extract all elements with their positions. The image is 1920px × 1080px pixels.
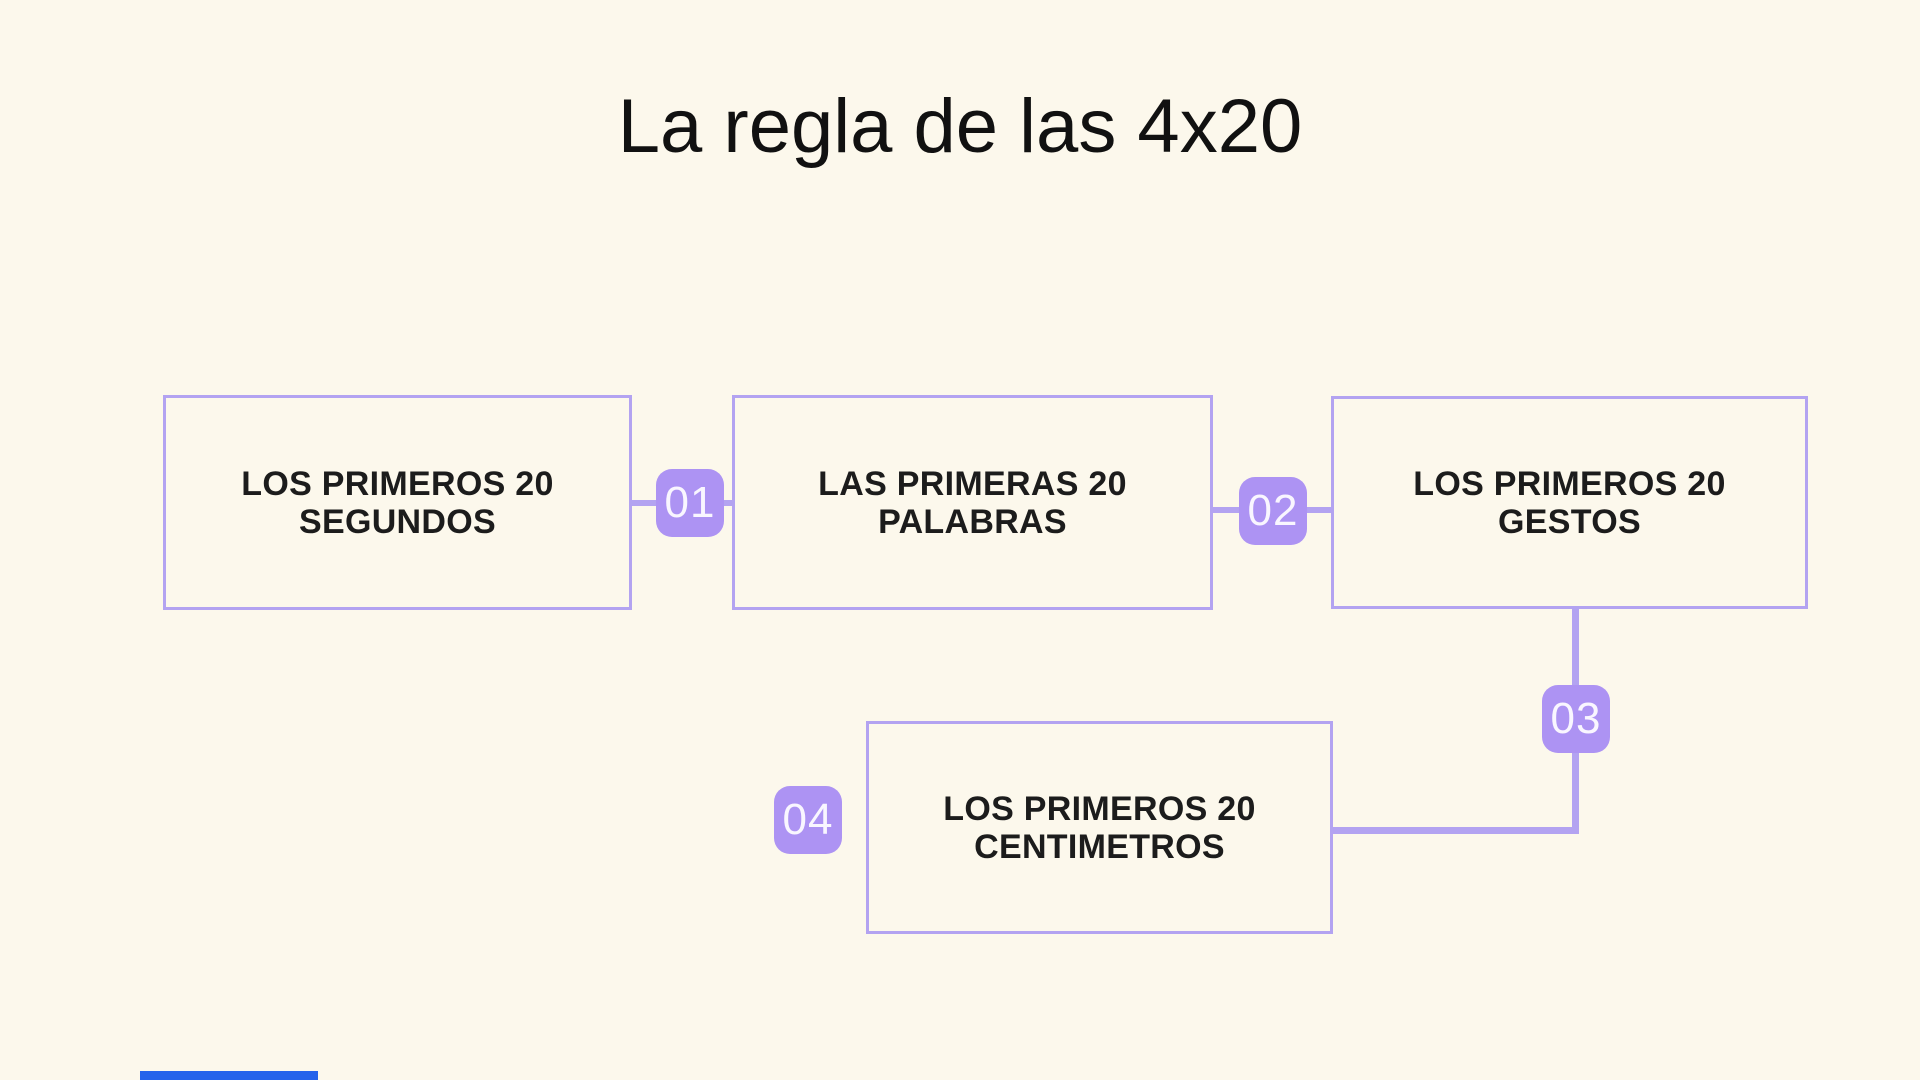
step-box-4-label-line1: LOS PRIMEROS 20: [943, 789, 1256, 828]
step-box-4: LOS PRIMEROS 20 CENTIMETROS: [866, 721, 1333, 934]
bottom-blue-bar: [140, 1071, 318, 1080]
step-badge-03: 03: [1542, 685, 1610, 753]
step-box-1-label-line1: LOS PRIMEROS 20: [241, 464, 554, 503]
step-box-3-label-line2: GESTOS: [1498, 502, 1641, 541]
connector-step3-elbow: [1333, 827, 1579, 834]
step-box-1-label-line2: SEGUNDOS: [299, 502, 496, 541]
step-box-3-label-line1: LOS PRIMEROS 20: [1413, 464, 1726, 503]
step-badge-04: 04: [774, 786, 842, 854]
step-box-3: LOS PRIMEROS 20 GESTOS: [1331, 396, 1808, 609]
step-box-1: LOS PRIMEROS 20 SEGUNDOS: [163, 395, 632, 610]
step-box-4-label-line2: CENTIMETROS: [974, 827, 1225, 866]
step-badge-02: 02: [1239, 477, 1307, 545]
step-box-2-label-line2: PALABRAS: [878, 502, 1067, 541]
page-title: La regla de las 4x20: [617, 84, 1303, 169]
step-badge-01: 01: [656, 469, 724, 537]
step-box-2-label-line1: LAS PRIMERAS 20: [818, 464, 1127, 503]
step-box-2: LAS PRIMERAS 20 PALABRAS: [732, 395, 1213, 610]
